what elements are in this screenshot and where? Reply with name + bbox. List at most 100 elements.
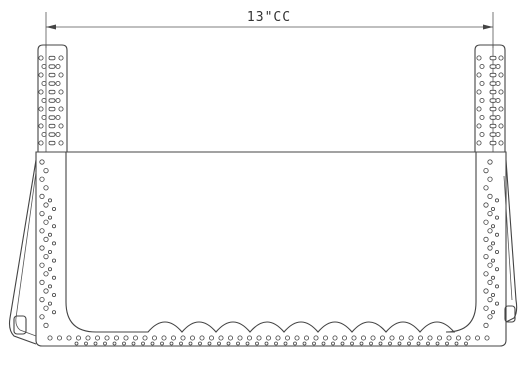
perforation-hole	[255, 341, 259, 346]
perforation-hole	[256, 335, 262, 341]
perforation-hole	[369, 341, 373, 346]
perforation-hole	[483, 168, 489, 174]
perforation-hole	[39, 211, 45, 217]
perforation-hole	[41, 131, 47, 137]
perforation-hole	[498, 140, 504, 146]
perforation-hole	[483, 254, 489, 260]
grip-slot	[48, 140, 56, 146]
perforation-hole	[284, 335, 290, 341]
perforation-hole	[198, 341, 202, 346]
perforation-hole	[48, 198, 53, 203]
perforation-hole	[483, 288, 489, 294]
perforation-hole	[41, 64, 47, 70]
perforation-hole	[58, 140, 64, 146]
perforation-hole	[38, 89, 44, 95]
perforation-hole	[378, 341, 383, 346]
perforation-hole	[408, 335, 414, 341]
grip-slot	[48, 132, 56, 137]
perforation-hole	[495, 98, 501, 104]
perforation-hole	[340, 341, 345, 346]
perforation-hole	[104, 335, 110, 341]
grip-slot	[489, 89, 497, 95]
grip-slot	[489, 81, 497, 86]
grip-slot	[48, 64, 56, 69]
perforation-hole	[487, 314, 493, 320]
perforation-hole	[112, 341, 117, 346]
perforation-hole	[103, 341, 107, 346]
perforation-hole	[38, 106, 44, 112]
perforation-hole	[498, 55, 504, 61]
perforation-hole	[483, 236, 489, 242]
perforation-hole	[487, 228, 493, 234]
perforation-hole	[39, 314, 45, 320]
perforation-hole	[43, 305, 49, 311]
grip-slot	[489, 72, 497, 78]
perforation-hole	[39, 279, 45, 285]
right-grip	[474, 44, 506, 152]
perforation-hole	[132, 335, 138, 341]
perforation-hole	[52, 258, 57, 263]
perforation-hole	[360, 335, 366, 341]
grip-slot	[48, 123, 56, 129]
perforation-hole	[322, 335, 328, 341]
perforation-hole	[189, 335, 195, 341]
perforation-hole	[55, 81, 61, 87]
perforation-hole	[123, 335, 129, 341]
perforation-hole	[484, 335, 490, 341]
grip-slot	[489, 64, 497, 69]
perforation-hole	[479, 115, 485, 121]
perforation-hole	[236, 341, 240, 346]
perforation-hole	[490, 292, 495, 297]
perforation-hole	[487, 296, 493, 303]
perforation-hole	[332, 335, 338, 341]
perforation-hole	[487, 245, 493, 251]
perforation-hole	[43, 236, 49, 242]
perforation-hole	[490, 310, 495, 315]
perforation-hole	[312, 341, 316, 346]
perforation-hole	[48, 267, 53, 272]
perforation-hole	[142, 335, 148, 341]
perforation-hole	[207, 341, 212, 346]
perforation-hole	[161, 335, 167, 341]
perforation-hole	[39, 245, 45, 251]
perforation-hole	[436, 335, 442, 341]
perforation-hole	[494, 232, 499, 237]
perforation-hole	[483, 271, 489, 277]
perforation-hole	[275, 335, 281, 341]
perforation-hole	[199, 335, 205, 341]
perforation-hole	[48, 249, 53, 254]
perforation-hole	[237, 335, 243, 341]
perforation-hole	[43, 202, 49, 208]
perforation-hole	[43, 185, 49, 191]
perforation-hole	[131, 341, 136, 346]
perforation-hole	[495, 131, 501, 137]
perforation-hole	[479, 64, 485, 70]
perforation-hole	[52, 206, 57, 211]
perforation-hole	[227, 335, 233, 341]
grip-slot	[489, 55, 497, 61]
perforation-hole	[283, 341, 288, 346]
perforation-hole	[407, 341, 411, 346]
perforation-hole	[66, 335, 72, 341]
perforation-hole	[487, 279, 493, 285]
perforation-hole	[39, 262, 45, 268]
perforation-hole	[95, 335, 101, 341]
perforation-hole	[217, 341, 221, 346]
perforation-hole	[313, 335, 319, 341]
perforation-hole	[331, 341, 335, 346]
perforation-hole	[179, 341, 183, 346]
perforation-hole	[370, 335, 376, 341]
perforation-hole	[39, 159, 45, 165]
perforation-hole	[52, 275, 57, 280]
perforation-hole	[454, 341, 459, 346]
perforation-hole	[38, 140, 44, 146]
perforation-hole	[476, 123, 482, 129]
perforation-hole	[487, 159, 493, 165]
perforation-hole	[43, 322, 49, 328]
perforation-hole	[494, 198, 499, 203]
perforation-hole	[476, 106, 482, 112]
perforation-hole	[39, 176, 45, 182]
perforation-hole	[490, 275, 495, 280]
perforation-hole	[48, 232, 53, 237]
perforation-hole	[417, 335, 423, 341]
